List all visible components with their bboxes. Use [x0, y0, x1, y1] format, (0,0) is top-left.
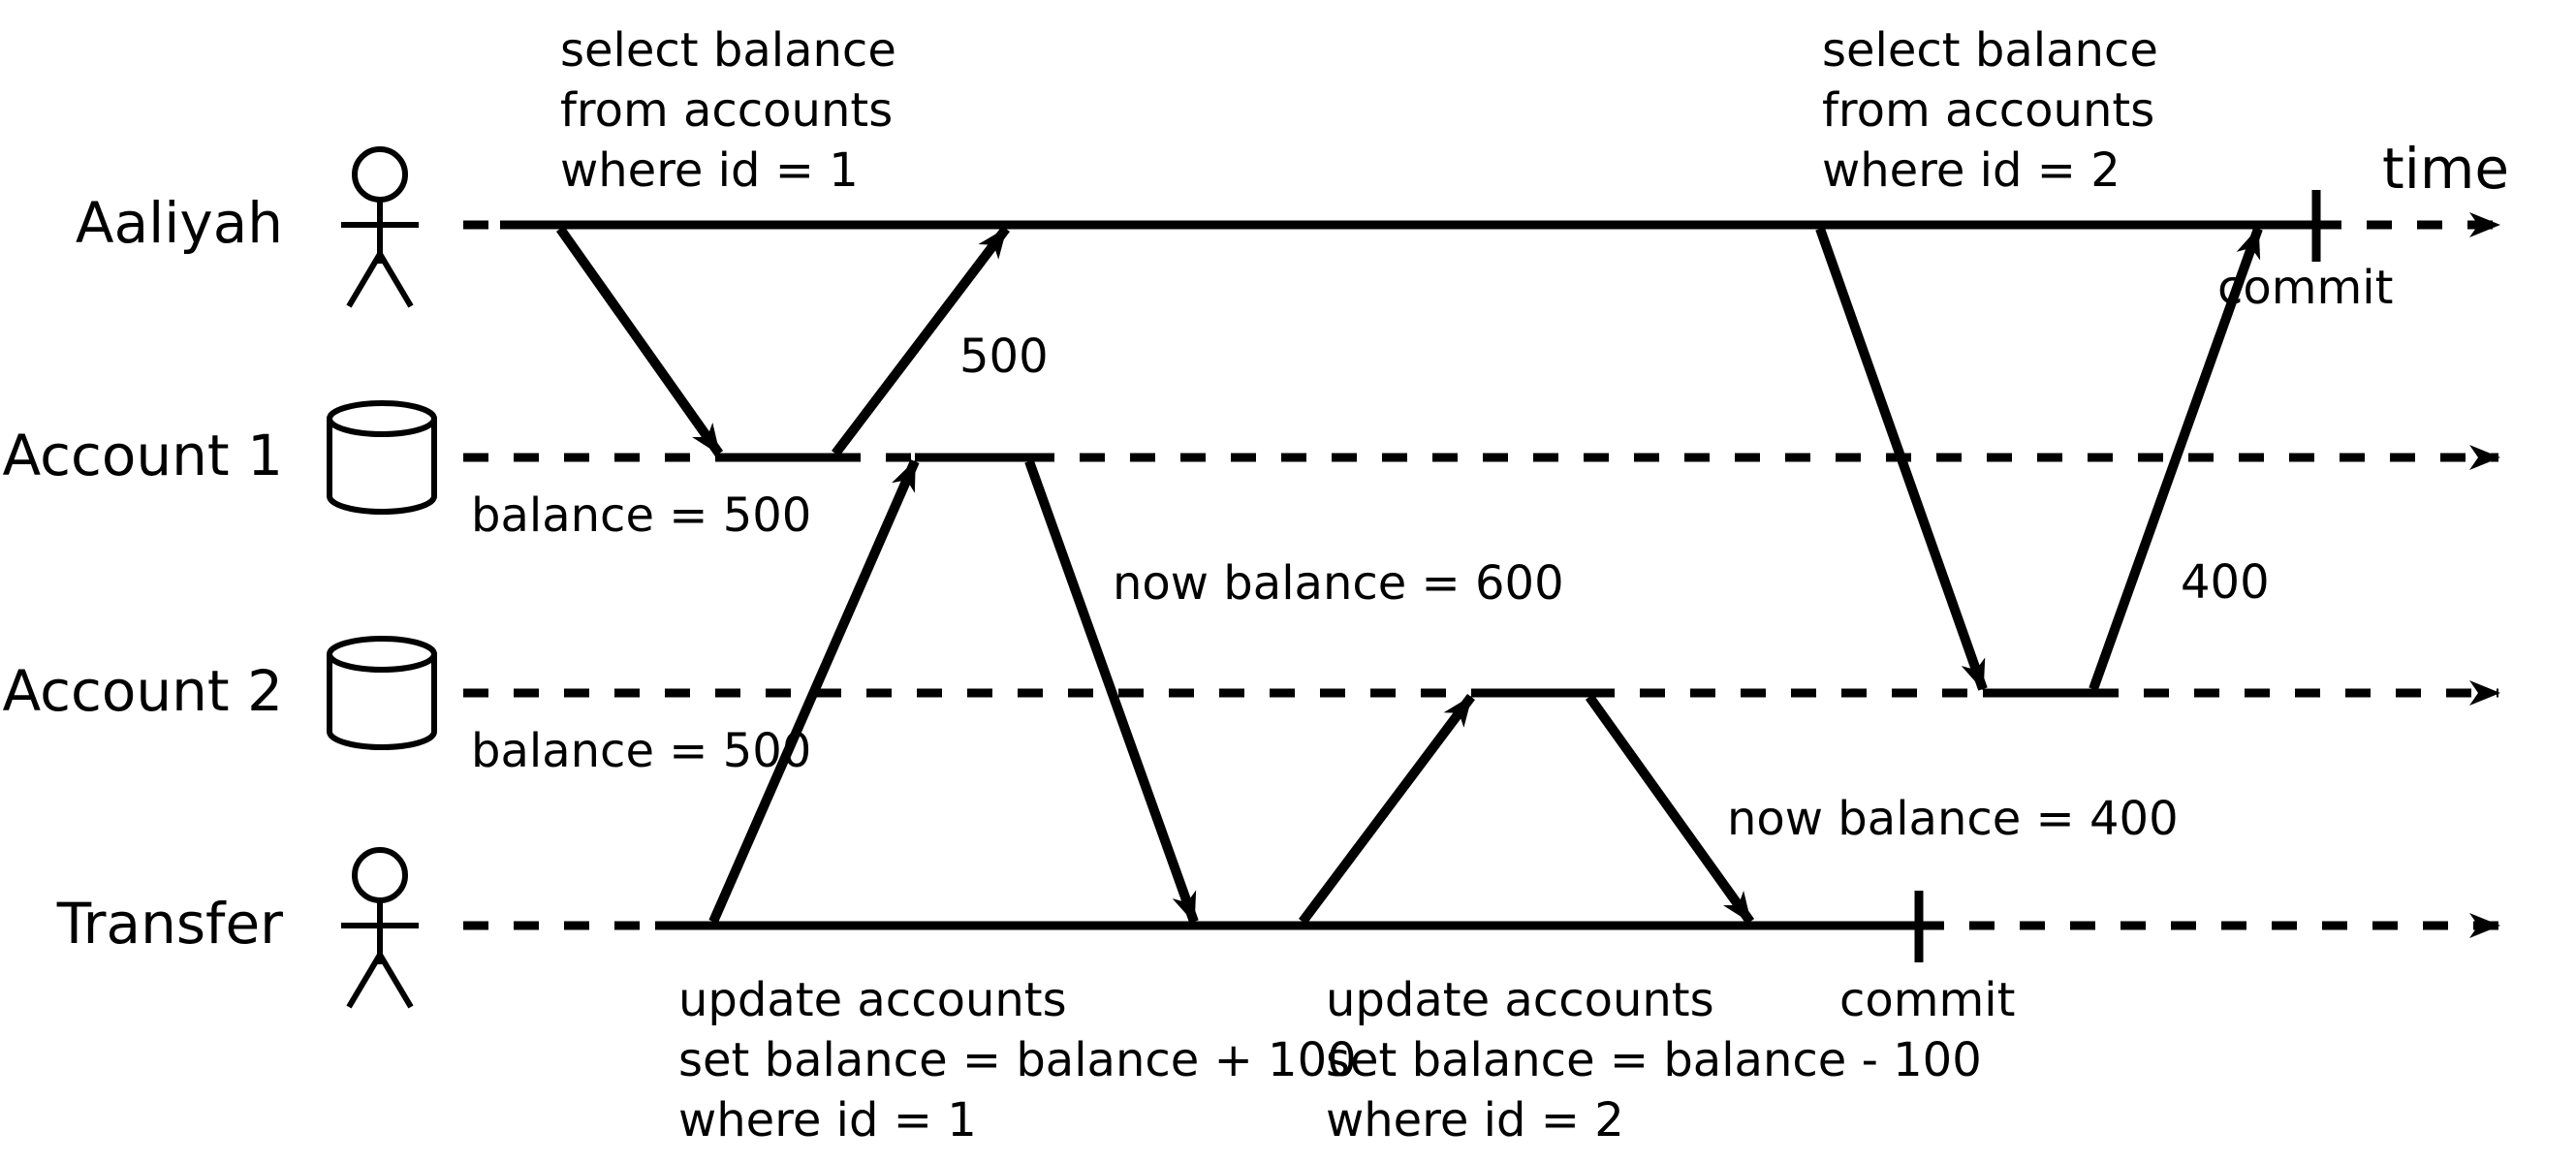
database-cylinder-icon-account1: [327, 400, 437, 515]
lane-label-account2: Account 2: [2, 658, 283, 724]
message-account1-return-600: [1024, 459, 1199, 924]
message-transfer-update-account2: [1299, 694, 1475, 925]
state-label-account1-after-update: now balance = 600: [1113, 556, 1564, 611]
svg-text:update accounts: update accounts: [678, 973, 1067, 1027]
lifeline-aaliyah: [463, 190, 2500, 262]
svg-text:where id = 1: where id = 1: [678, 1093, 977, 1147]
commit-label-transfer: commit: [1839, 973, 2015, 1027]
lane-label-transfer: Transfer: [56, 891, 283, 957]
lifeline-transfer: [463, 891, 2500, 962]
message-account1-return-500: [832, 225, 1010, 457]
state-label-account2-after-update: now balance = 400: [1727, 792, 2179, 846]
return-value-500: 500: [959, 330, 1049, 384]
state-label-account2-initial: balance = 500: [471, 724, 811, 778]
commit-label-aaliyah: commit: [2217, 261, 2393, 315]
svg-text:where id = 2: where id = 2: [1326, 1093, 1624, 1147]
lane-label-aaliyah: Aaliyah: [76, 190, 283, 256]
note-select-id-1: select balance from accounts where id = …: [560, 23, 896, 198]
note-select-id-2: select balance from accounts where id = …: [1822, 23, 2158, 198]
svg-text:update accounts: update accounts: [1326, 973, 1714, 1027]
message-aaliyah-select-account1: [555, 226, 724, 456]
message-account2-return-400: [1585, 694, 1755, 925]
svg-text:where id = 2: where id = 2: [1822, 143, 2120, 198]
note-update-id-1: update accounts set balance = balance + …: [678, 973, 1357, 1147]
message-transfer-update-account1: [708, 458, 920, 925]
note-update-id-2: update accounts set balance = balance - …: [1326, 973, 1982, 1147]
svg-text:where id = 1: where id = 1: [560, 143, 859, 198]
actor-stick-figure-icon-transfer: [341, 847, 419, 1009]
svg-text:select balance: select balance: [560, 23, 896, 78]
svg-text:from accounts: from accounts: [1822, 83, 2154, 138]
message-account2-return-400-to-aaliyah: [2089, 227, 2263, 691]
time-axis-label: time: [2382, 136, 2509, 202]
svg-text:from accounts: from accounts: [560, 83, 893, 138]
state-label-account1-initial: balance = 500: [471, 488, 811, 543]
return-value-400: 400: [2181, 555, 2270, 610]
message-aaliyah-select-account2: [1815, 227, 1988, 691]
svg-text:select balance: select balance: [1822, 23, 2158, 78]
actor-stick-figure-icon-aaliyah: [341, 146, 419, 308]
lane-label-account1: Account 1: [2, 423, 283, 488]
database-cylinder-icon-account2: [327, 636, 437, 750]
svg-text:set balance = balance + 100: set balance = balance + 100: [678, 1033, 1357, 1087]
svg-text:set balance = balance - 100: set balance = balance - 100: [1326, 1033, 1982, 1087]
